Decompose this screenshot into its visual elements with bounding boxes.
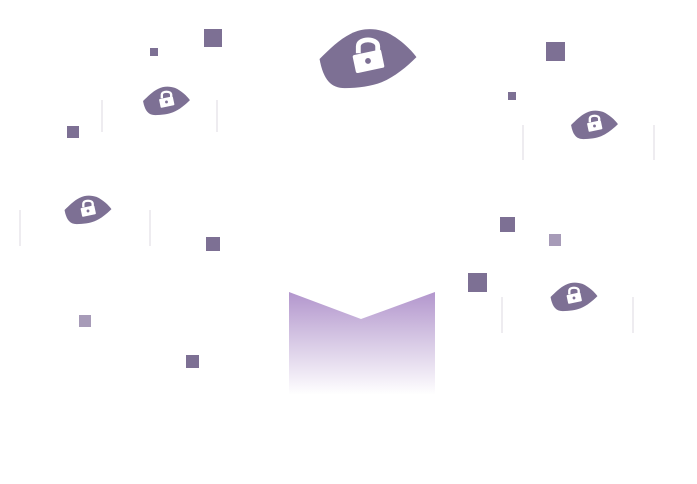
glow-beam [289,292,435,395]
square-particles-light [79,234,561,327]
divider-lines [19,100,655,333]
shield-lock-icon [549,282,599,312]
shield-lock-icon [142,86,191,116]
shield-lock-icon [570,110,619,140]
shield-lock-icon [63,195,113,225]
main-shield-lock-icon [320,29,417,88]
square-particles [67,29,565,368]
